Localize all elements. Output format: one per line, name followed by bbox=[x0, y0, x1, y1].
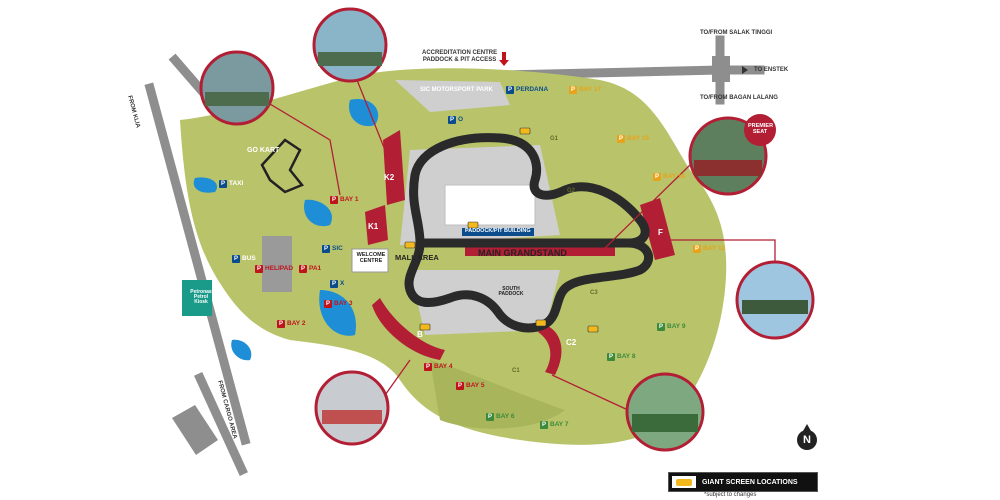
enstek-arrow bbox=[742, 66, 748, 74]
stand-g2: G2 bbox=[567, 188, 576, 194]
petronas-label: Petronas Petrol Kiosk bbox=[190, 289, 212, 305]
go-kart-label: GO KART bbox=[247, 147, 280, 154]
south-paddock-label: SOUTH PADDOCK bbox=[498, 286, 524, 297]
stand-c3: C3 bbox=[590, 290, 598, 296]
accreditation-arrow bbox=[499, 52, 509, 66]
ground-area bbox=[180, 68, 727, 445]
accreditation-label: ACCREDITATION CENTRE PADDOCK & PIT ACCES… bbox=[422, 50, 497, 64]
pit-building-label: PADDOCK/PIT BUILDING bbox=[462, 228, 534, 236]
north-compass-icon: N bbox=[797, 430, 817, 450]
accreditation-text: ACCREDITATION CENTRE bbox=[422, 50, 498, 56]
ground-detail bbox=[430, 360, 565, 429]
stand-c2: C2 bbox=[566, 338, 577, 347]
paddock-access-text: PADDOCK & PIT ACCESS bbox=[422, 56, 497, 63]
water bbox=[193, 99, 379, 361]
mall-area-label: MALL AREA bbox=[395, 253, 439, 262]
giant-screen-icon bbox=[672, 476, 696, 488]
helipad-area bbox=[262, 236, 292, 292]
stand-c1: C1 bbox=[512, 368, 520, 374]
stand-g1: G1 bbox=[550, 136, 559, 142]
car-park-block bbox=[172, 405, 218, 455]
main-grandstand-label: MAIN GRANDSTAND bbox=[478, 248, 567, 258]
grandstands bbox=[365, 130, 675, 375]
roundabout bbox=[712, 56, 730, 82]
sic-park-label: SIC MOTORSPORT PARK bbox=[420, 87, 493, 93]
welcome-centre-building bbox=[351, 248, 389, 273]
race-track bbox=[404, 133, 654, 333]
premier-seat-badge bbox=[744, 114, 776, 146]
photo-details bbox=[205, 52, 808, 432]
enstek-label: TO ENSTEK bbox=[754, 67, 789, 73]
go-kart-track bbox=[260, 138, 305, 194]
legend-label: GIANT SCREEN LOCATIONS bbox=[702, 478, 798, 486]
subject-to-change-note: *subject to changes bbox=[704, 492, 757, 498]
legend: GIANT SCREEN LOCATIONS bbox=[668, 472, 818, 492]
premier-seat-label: PREMIER SEAT bbox=[748, 123, 774, 135]
salak-label: TO/FROM SALAK TINGGI bbox=[700, 30, 773, 36]
stand-k2: K2 bbox=[384, 173, 395, 182]
stand-f: F bbox=[658, 228, 663, 237]
stand-b: B bbox=[417, 330, 423, 339]
stand-k1: K1 bbox=[368, 222, 379, 231]
welcome-centre-label: WELCOME CENTRE bbox=[356, 252, 386, 264]
north-arrow-icon bbox=[803, 424, 811, 431]
pit-building bbox=[444, 184, 536, 226]
petronas-kiosk bbox=[182, 280, 212, 316]
bagan-label: TO/FROM BAGAN LALANG bbox=[700, 95, 778, 101]
